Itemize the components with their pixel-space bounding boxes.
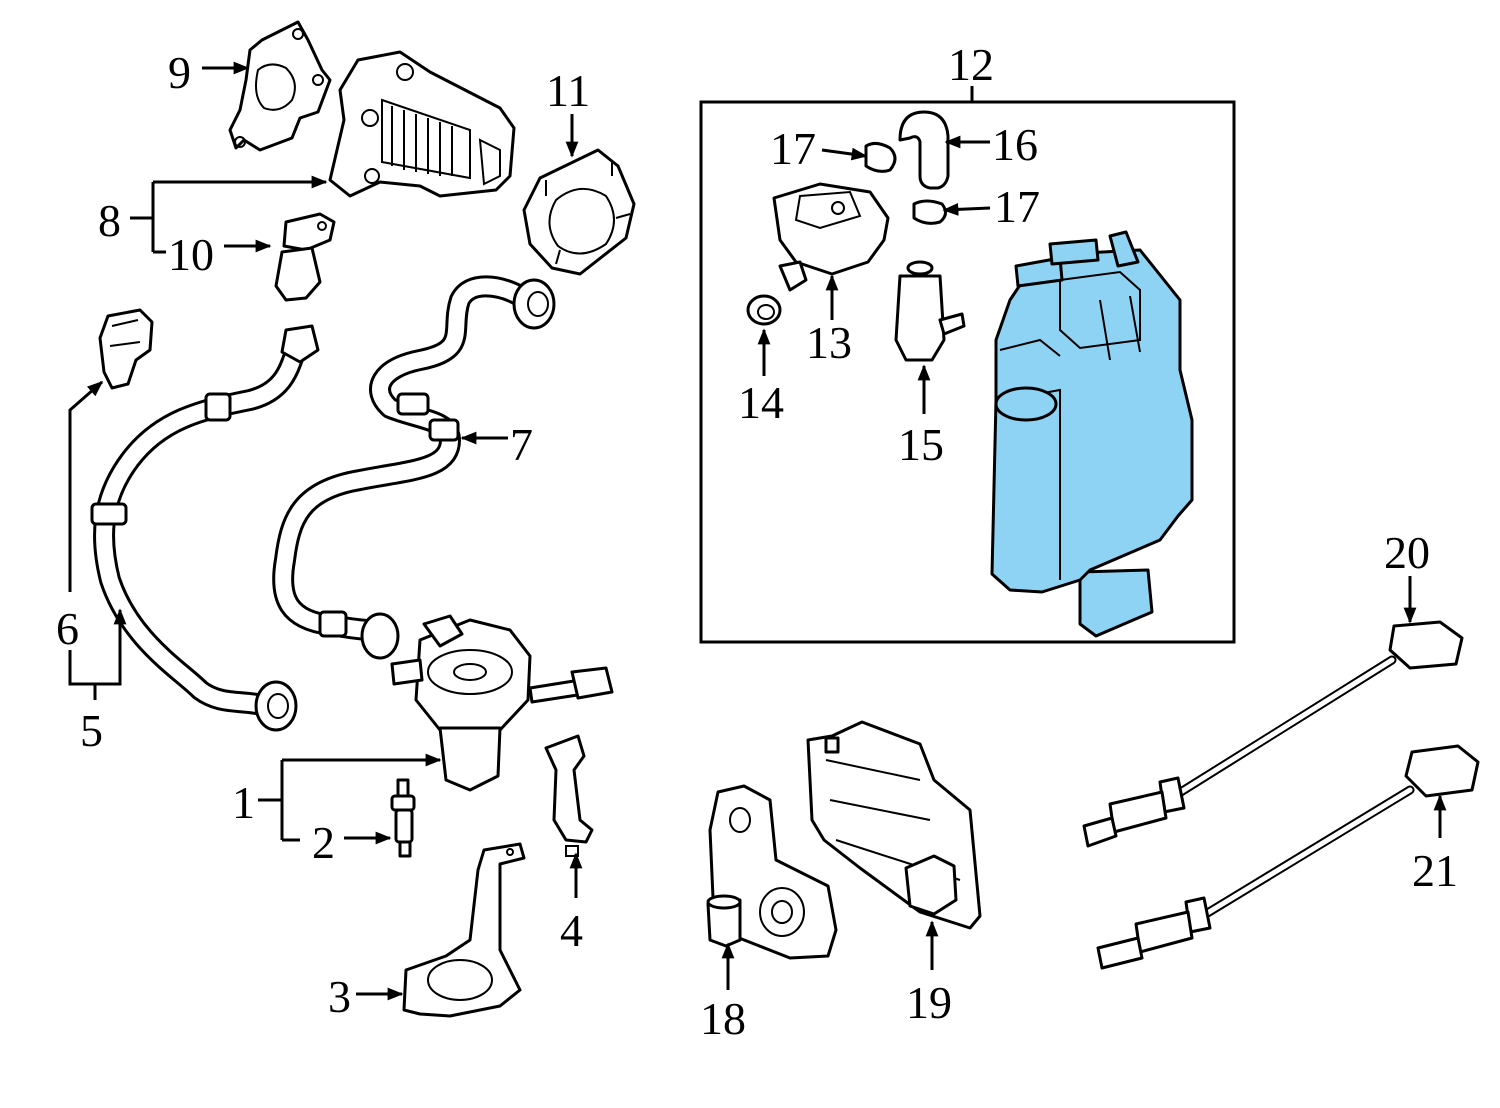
part-16-elbow: [898, 110, 950, 190]
callout-11: 11: [546, 65, 590, 116]
part-20-sensor: [1082, 620, 1464, 848]
callout-13: 13: [806, 317, 852, 368]
part-3-bracket: [402, 842, 526, 1018]
part-18-bracket: [706, 784, 838, 960]
part-5-hose: [90, 324, 320, 732]
callout-16: 16: [992, 119, 1038, 170]
callout-8: 8: [98, 195, 121, 246]
callout-2: 2: [312, 817, 335, 868]
callout-19: 19: [906, 977, 952, 1028]
leader-lines: [68, 61, 1447, 1001]
part-19-cover: [806, 720, 982, 930]
part-8-valve: [328, 50, 516, 198]
part-12-group-box: [699, 100, 1236, 644]
callout-6: 6: [56, 603, 79, 654]
part-21-sensor: [1096, 744, 1480, 970]
callout-7: 7: [510, 419, 533, 470]
part-6-connector: [98, 308, 154, 390]
part-9-gasket: [228, 20, 332, 152]
callout-15: 15: [898, 419, 944, 470]
callout-5: 5: [80, 705, 103, 756]
part-10-sensor: [274, 212, 336, 302]
callout-labels: 9 8 10 11 12 17 16 17 13 14 15 7 6 5 1 2…: [56, 39, 1458, 1044]
callout-9: 9: [168, 47, 191, 98]
part-7-hose: [272, 275, 556, 660]
callout-21: 21: [1412, 845, 1458, 896]
callout-14: 14: [738, 377, 784, 428]
callout-17-lower: 17: [994, 181, 1040, 232]
part-15-filter: [894, 260, 966, 362]
part-12-canister: [990, 230, 1194, 638]
part-17-clamp-upper: [864, 141, 897, 173]
callout-10: 10: [168, 229, 214, 280]
part-4-bracket: [544, 734, 594, 857]
part-11-housing: [522, 148, 636, 276]
part-13-valve: [772, 182, 890, 292]
callout-12: 12: [948, 39, 994, 90]
part-2-valve: [390, 778, 416, 858]
part-17-clamp-lower: [912, 199, 947, 225]
part-1-pump: [390, 614, 614, 792]
callout-17-upper: 17: [770, 123, 816, 174]
callout-3: 3: [328, 971, 351, 1022]
callout-1: 1: [232, 777, 255, 828]
callout-20: 20: [1384, 527, 1430, 578]
callout-4: 4: [560, 905, 583, 956]
callout-18: 18: [700, 993, 746, 1044]
part-14-seal: [746, 294, 782, 326]
